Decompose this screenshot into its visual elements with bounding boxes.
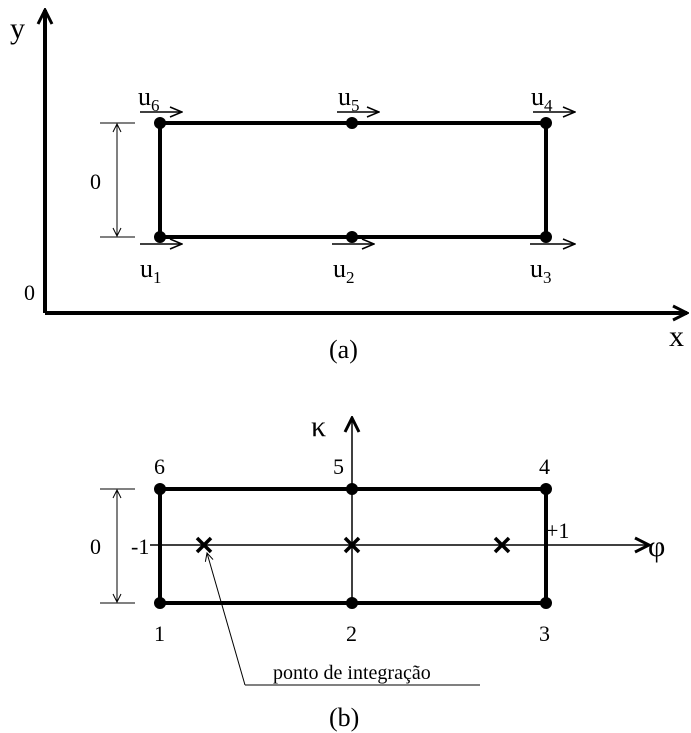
figure-b: κ φ 6 5 4 1 2 3 -1 +1 [90,410,665,732]
element-a [158,121,548,239]
node-dot [154,231,166,243]
dof-label-u2: u2 [333,254,355,287]
caption-b: (b) [329,703,359,732]
node-dot [154,483,166,495]
integration-point-marker [493,536,511,554]
node-number-4: 4 [539,454,550,479]
kappa-axis-label: κ [311,410,326,443]
integration-point-marker [343,536,361,554]
dimension-label: 0 [90,169,101,194]
left-coordinate-label: -1 [131,534,149,559]
node-dot [154,117,166,129]
node-number-3: 3 [539,621,550,646]
node-dot [540,597,552,609]
y-axis-label: y [10,12,25,45]
node-dot [540,483,552,495]
integration-point-marker [195,536,213,554]
node-dot [154,597,166,609]
right-coordinate-label: +1 [546,518,569,543]
phi-axis-label: φ [648,530,665,563]
node-number-6: 6 [154,454,165,479]
node-dot [346,483,358,495]
dof-label-u6: u6 [138,82,160,115]
dof-label-u4: u4 [531,82,553,115]
node-dot [540,117,552,129]
figure-a: y x 0 u6 u5 u4 u1 u2 u3 0 (a) [10,10,687,364]
node-dot [346,231,358,243]
annotation-leader [207,553,246,686]
annotation-label: ponto de integração [273,662,431,684]
node-number-1: 1 [154,621,165,646]
node-dot [346,597,358,609]
dof-label-u1: u1 [140,254,162,287]
dof-label-u3: u3 [530,254,552,287]
dof-label-u5: u5 [338,82,360,115]
node-number-5: 5 [333,454,344,479]
caption-a: (a) [329,335,358,364]
node-number-2: 2 [346,621,357,646]
node-dot [346,117,358,129]
origin-label: 0 [24,280,35,305]
x-axis-label: x [669,320,684,353]
node-dot [540,231,552,243]
dimension-label: 0 [90,534,101,559]
